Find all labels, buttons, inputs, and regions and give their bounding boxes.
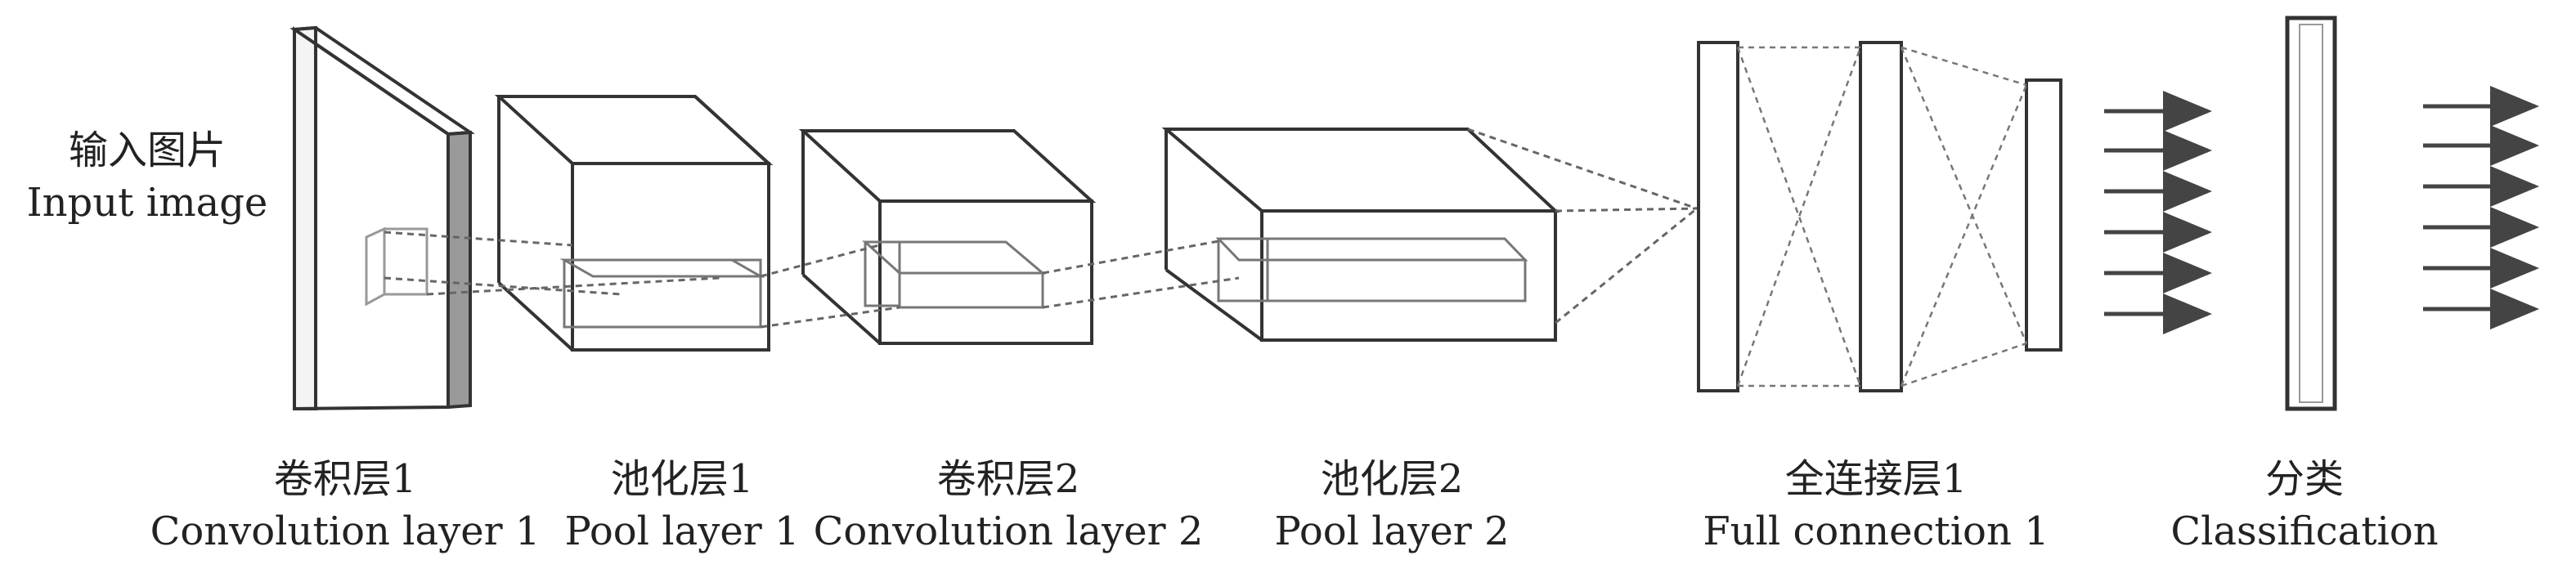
label-zh: 池化层2	[1320, 456, 1464, 502]
fc-output-arrows	[2104, 91, 2212, 334]
label-convolution-layer-2: 卷积层2 Convolution layer 2	[814, 453, 1204, 558]
pool-layer-1-block	[494, 95, 774, 352]
label-classification: 分类 Classification	[2170, 453, 2438, 558]
classification-output-arrows	[2423, 86, 2539, 329]
fc-connections	[1736, 46, 2028, 388]
label-en: Full connection 1	[1703, 509, 2049, 554]
classification-layer	[2285, 16, 2337, 411]
label-zh: 卷积层2	[936, 456, 1080, 502]
connection-lines	[384, 128, 1698, 329]
label-en: Pool layer 2	[1274, 509, 1510, 554]
full-connection-layers	[1697, 41, 2062, 392]
convolution-layer-2-block	[798, 129, 1097, 345]
label-en: Pool layer 1	[564, 509, 800, 554]
input-image-label: 输入图片 Input image	[27, 124, 268, 229]
input-image-plane	[289, 25, 475, 411]
input-label-en: Input image	[26, 180, 268, 226]
label-convolution-layer-1: 卷积层1 Convolution layer 1	[150, 453, 541, 558]
label-full-connection-1: 全连接层1 Full connection 1	[1703, 453, 2049, 558]
label-zh: 分类	[2264, 456, 2344, 502]
input-label-zh: 输入图片	[68, 128, 226, 173]
label-en: Classification	[2170, 509, 2439, 554]
label-zh: 全连接层1	[1784, 456, 1968, 502]
fc-column-1	[1697, 41, 1739, 392]
pool-layer-2-block	[1161, 128, 1560, 342]
label-zh: 池化层1	[610, 456, 754, 502]
label-pool-layer-1: 池化层1 Pool layer 1	[565, 453, 800, 558]
label-en: Convolution layer 2	[813, 509, 1204, 554]
label-pool-layer-2: 池化层2 Pool layer 2	[1275, 453, 1510, 558]
fc-column-3	[2025, 78, 2062, 352]
label-en: Convolution layer 1	[150, 509, 541, 554]
label-zh: 卷积层1	[273, 456, 417, 502]
fc-column-2	[1859, 41, 1903, 392]
